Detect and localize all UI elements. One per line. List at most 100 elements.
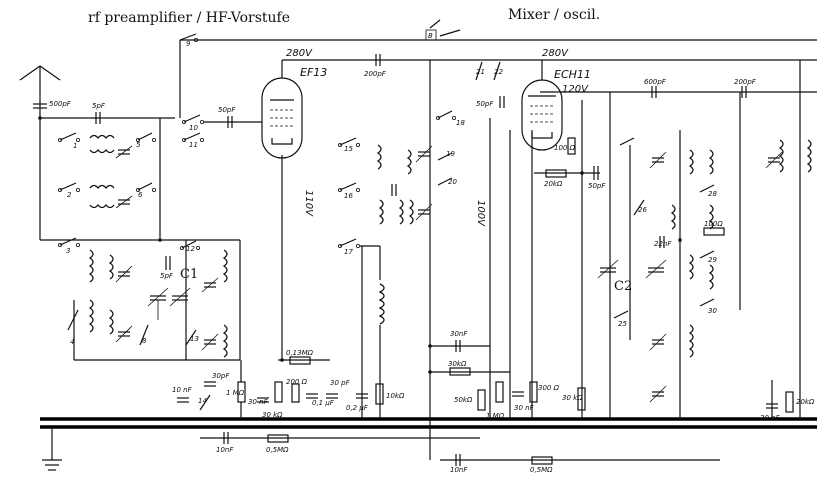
label-100ohm-b: 100Ω: [704, 220, 723, 228]
switch-label-1: 1: [73, 142, 77, 150]
callout-c1: C1: [180, 267, 198, 282]
switch-label-6: 6: [138, 191, 143, 199]
switch-label-28: 28: [708, 190, 717, 198]
voltage-280v-ech11: 280V: [542, 48, 569, 59]
switch-21: [475, 61, 483, 81]
capacitor-10nf-a: [177, 397, 189, 403]
capacitor-22nf: [659, 236, 665, 248]
coil-l18: [688, 254, 694, 280]
label-0-13mohm: 0,13MΩ: [286, 349, 314, 357]
capacitor-30nf-a: [257, 397, 269, 403]
label-50pf-grid: 50pF: [218, 106, 236, 114]
capacitor-5pf-mid: [165, 256, 171, 270]
tube-label-ef13: EF13: [300, 66, 327, 79]
coil-l9: [378, 199, 384, 225]
coil-l13: [408, 199, 414, 225]
capacitor-600pf: [651, 86, 657, 98]
trimmer-cap-1: [115, 145, 133, 159]
coil-l17: [708, 204, 714, 230]
switch-13: [185, 329, 197, 346]
coil-if-primary: [778, 139, 784, 173]
switch-label-12: 12: [186, 245, 195, 253]
variable-capacitor-c1: [147, 287, 191, 320]
tube-ef13: [261, 60, 303, 159]
switch-label-19: 19: [446, 150, 455, 158]
label-30nf-c: 30 nF: [514, 404, 535, 412]
coil-l3: [88, 249, 94, 283]
coil-l11: [378, 283, 385, 325]
coil-l14: [688, 149, 694, 175]
coil-l3-lower: [88, 299, 94, 333]
label-200pf-b: 200pF: [734, 78, 757, 86]
resistor-100ohm: [567, 137, 576, 155]
switch-19: [437, 152, 453, 161]
label-200pf: 200pF: [364, 70, 387, 78]
resistor-300ohm: [529, 381, 538, 403]
label-20kohm: 20kΩ: [544, 180, 563, 188]
label-300ohm: 300 Ω: [538, 384, 560, 392]
coil-l5: [108, 309, 114, 335]
switch-30: [699, 298, 715, 307]
switch-label-15: 15: [344, 145, 353, 153]
label-30pf-b: 30 pF: [330, 379, 351, 387]
coil-l20: [688, 324, 694, 358]
label-5pf-top: 5pF: [92, 102, 106, 110]
label-50kohm: 50kΩ: [454, 396, 473, 404]
switch-4: [67, 309, 79, 331]
capacitor-5pf-top: [95, 112, 101, 124]
label-0-1uf: 0,1 µF: [312, 399, 335, 407]
switch-9: [179, 33, 198, 43]
coil-l15: [708, 149, 714, 175]
switch-12: [179, 240, 200, 250]
trimmer-cap-9: [649, 151, 667, 169]
label-1mohm: 1 MΩ: [226, 389, 245, 397]
label-30kohm-c: 30 kΩ: [562, 394, 583, 402]
capacitor-30nf-c: [512, 391, 524, 397]
capacitor-50pf-mixer: [499, 96, 505, 108]
switch-label-8: 8: [142, 337, 147, 345]
switch-label-b: B: [428, 32, 433, 40]
switch-8: [139, 324, 149, 346]
switch-label-20: 20: [448, 178, 457, 186]
switch-label-2: 2: [67, 191, 72, 199]
label-10nf-a: 10 nF: [172, 386, 193, 394]
resistor-100ohm-b: [703, 227, 725, 236]
trimmer-cap-7: [415, 145, 433, 163]
resistor-0-5mohm-b: [531, 456, 553, 465]
label-30kohm-a: 30 kΩ: [262, 411, 283, 419]
capacitor-interstage: [391, 184, 397, 196]
label-200ohm: 200 Ω: [286, 378, 308, 386]
switch-b: [425, 19, 461, 41]
coil-l1: [89, 134, 115, 140]
switch-16: [337, 182, 360, 192]
coil-l4: [108, 254, 114, 280]
switch-label-18: 18: [456, 119, 465, 127]
switch-20: [437, 177, 453, 186]
label-30pf-a: 30pF: [212, 372, 230, 380]
voltage-280v-ef13: 280V: [286, 48, 313, 59]
resistor-1mohm-b: [495, 381, 504, 403]
switch-18: [435, 110, 456, 121]
coil-l6: [222, 249, 228, 283]
switch-5: [135, 132, 156, 142]
title-rf-preamplifier: rf preamplifier / HF-Vorstufe: [88, 10, 290, 26]
switch-label-10: 10: [189, 124, 198, 132]
label-10nf-c: 10nF: [450, 466, 468, 474]
label-500pf: 500pF: [49, 100, 72, 108]
switch-label-5: 5: [136, 141, 141, 149]
capacitor-30pf-b: [326, 393, 338, 399]
switch-1: [58, 132, 81, 142]
switch-29: [699, 250, 715, 259]
label-22nf: 22nF: [654, 240, 672, 248]
resistor-0-5mohm-a: [267, 434, 289, 443]
title-mixer-oscillator: Mixer / oscil.: [508, 7, 600, 23]
switch-label-4: 4: [70, 338, 74, 346]
resistor-0-13mohm: [289, 356, 311, 365]
callout-c2: C2: [614, 279, 632, 294]
switch-label-9: 9: [186, 40, 191, 48]
label-20nf: 20 nF: [760, 414, 781, 422]
capacitor-50pf-osc: [593, 166, 599, 180]
switch-22: [493, 61, 501, 81]
coil-l8: [376, 144, 382, 170]
